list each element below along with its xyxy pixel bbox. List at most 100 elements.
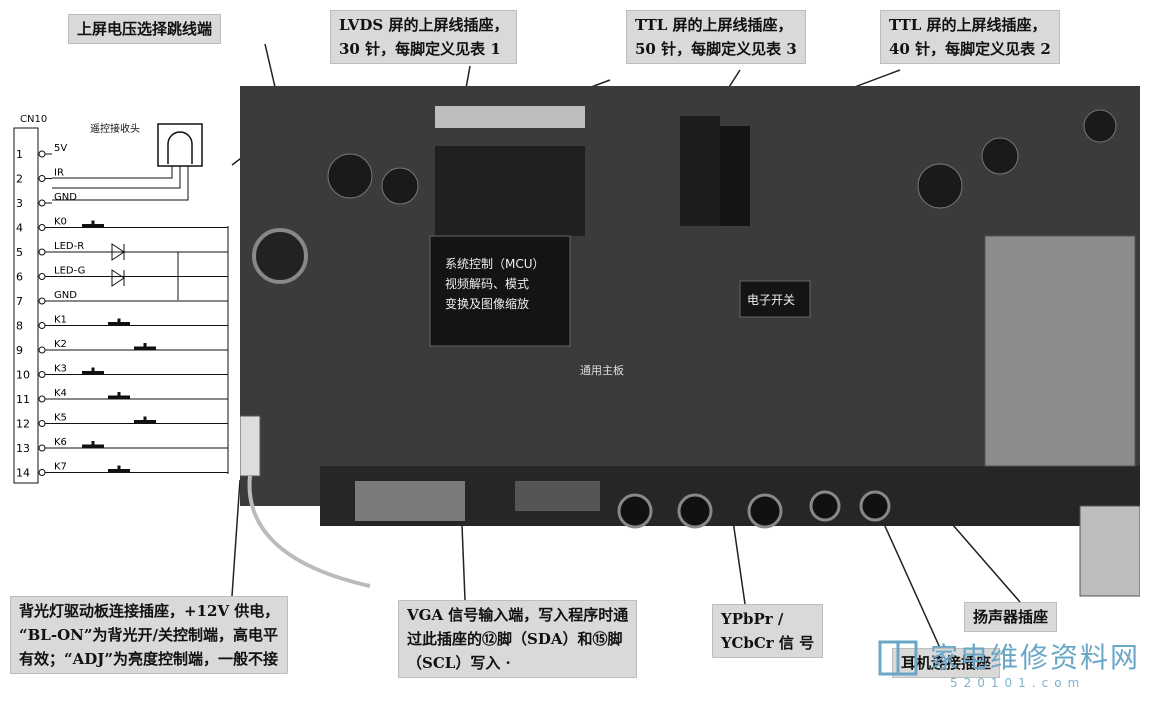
pin-number: 12 <box>16 418 30 431</box>
callout-ypbpr: YPbPr / YCbCr 信 号 <box>712 604 824 658</box>
rca-jack-3 <box>747 493 783 529</box>
pin-terminal <box>38 224 46 231</box>
pin-terminal <box>38 469 46 476</box>
backlight-wires <box>247 475 371 588</box>
pin-terminal <box>38 322 46 329</box>
pin-number: 1 <box>16 148 23 161</box>
callout-ttl50-line1: TTL 屏的上屏线插座， <box>635 16 793 34</box>
callout-ttl50: TTL 屏的上屏线插座， 50 针，每脚定义见表 3 <box>626 10 806 64</box>
connector-label: CN10 <box>20 114 47 125</box>
pin-label: K4 <box>54 388 67 399</box>
pin-number: 8 <box>16 320 23 333</box>
pin-label: LED-R <box>54 241 84 252</box>
book-icon <box>878 640 918 676</box>
callout-vga-line1: VGA 信号输入端，写入程序时通 <box>407 606 629 624</box>
callout-earphone-text: 耳机连接插座 <box>901 654 992 672</box>
pin-number: 5 <box>16 246 23 259</box>
main-board-label: 通用主板 <box>580 363 624 377</box>
pin-number: 10 <box>16 369 30 382</box>
callout-upper-voltage: 上屏电压选择跳线端 <box>68 14 222 44</box>
key-switch-icon <box>108 392 130 399</box>
earphone-jack <box>859 490 891 522</box>
pin-terminal <box>38 371 46 378</box>
site-logo: 家电维修资料网 520101.com <box>870 628 1150 703</box>
toroid-coil <box>252 228 308 284</box>
pin-number: 6 <box>16 271 23 284</box>
power-switch-label: 电子开关 <box>747 293 795 307</box>
pin-terminal <box>38 297 46 305</box>
rca-jack-2 <box>677 493 713 529</box>
callout-ttl40: TTL 屏的上屏线插座， 40 针，每脚定义见表 2 <box>880 10 1060 64</box>
callout-upper-voltage-text: 上屏电压选择跳线端 <box>77 20 213 38</box>
pin-label: GND <box>54 290 77 301</box>
key-switch-icon <box>82 220 104 227</box>
ir-receiver-icon <box>157 123 203 167</box>
callout-lvds-line1: LVDS 屏的上屏线插座， <box>339 16 509 34</box>
pin-label: K6 <box>54 437 67 448</box>
site-name: 家电维修资料网 <box>930 641 1141 674</box>
key-switch-icon <box>82 367 104 374</box>
pin-header <box>435 146 585 236</box>
pin-label: K2 <box>54 339 67 350</box>
key-switch-icon <box>108 318 130 325</box>
key-switch-icon <box>82 441 104 448</box>
callout-vga-line2: 过此插座的⑫脚（SDA）和⑮脚 <box>407 630 623 648</box>
rca-jack-4 <box>809 490 841 522</box>
leader-backlight <box>231 479 241 597</box>
receiver-label: 遥控接收头 <box>90 122 140 135</box>
ir-receiver-lens <box>167 131 193 164</box>
pin-number: 3 <box>16 197 23 210</box>
callout-ttl40-line2: 40 针，每脚定义见表 2 <box>889 40 1051 58</box>
pin-label: K3 <box>54 364 67 375</box>
pin-number: 7 <box>16 295 23 308</box>
main-board-image: 系统控制（MCU） 视频解码、模式 变换及图像缩放 电子开关 通用主板 <box>240 86 1140 597</box>
backlight-connector <box>240 415 261 477</box>
pin-number: 2 <box>16 173 23 186</box>
pin-terminal <box>38 248 46 256</box>
callout-lvds: LVDS 屏的上屏线插座， 30 针，每脚定义见表 1 <box>330 10 518 64</box>
tuner-module <box>984 235 1136 467</box>
pin-label: IR <box>54 168 64 179</box>
callout-backlight-line1: 背光灯驱动板连接插座，+12V 供电， <box>19 602 280 620</box>
callout-ttl50-line2: 50 针，每脚定义见表 3 <box>635 40 797 58</box>
site-url: 520101.com <box>950 676 1086 690</box>
led-r-icon <box>111 243 125 261</box>
pin-number: 11 <box>16 393 30 406</box>
capacitor-4 <box>981 137 1019 175</box>
pin-label: K5 <box>54 413 67 424</box>
capacitor-1 <box>327 153 373 199</box>
ttl50-connector <box>680 116 720 226</box>
callout-ttl40-line1: TTL 屏的上屏线插座， <box>889 16 1047 34</box>
pin-terminal <box>38 346 46 354</box>
connector-body <box>13 127 39 484</box>
lvds-connector <box>435 106 585 128</box>
capacitor-5 <box>1083 109 1117 143</box>
led-g-icon <box>111 269 125 287</box>
pin-label: K0 <box>54 217 67 228</box>
pin-terminal <box>38 199 46 207</box>
mcu-chip <box>429 235 571 347</box>
capacitor-3 <box>917 163 963 209</box>
key-switch-icon <box>108 465 130 472</box>
callout-backlight-line3: 有效；“ADJ”为亮度控制端，一般不接 <box>19 650 279 668</box>
vga-connector <box>355 481 465 521</box>
pin-terminal <box>38 150 46 158</box>
pin-terminal <box>38 395 46 403</box>
key-switch-icon <box>134 343 156 350</box>
ttl40-connector <box>720 126 750 226</box>
power-switch-chip <box>739 280 811 318</box>
mcu-line1: 系统控制（MCU） <box>445 257 545 271</box>
pin-label: K7 <box>54 462 67 473</box>
pin-terminal <box>38 273 46 280</box>
callout-lvds-line2: 30 针，每脚定义见表 1 <box>339 40 501 58</box>
dvi-connector <box>515 481 600 511</box>
callout-vga-line3: （SCL）写入 · <box>407 654 511 672</box>
pin-label: K1 <box>54 315 67 326</box>
callout-backlight-line2: “BL-ON”为背光开/关控制端，高电平 <box>19 626 278 644</box>
pin-number: 13 <box>16 442 30 455</box>
pin-terminal <box>38 444 46 452</box>
pin-label: 5V <box>54 143 67 154</box>
callout-ypbpr-line2: YCbCr 信 号 <box>721 634 815 652</box>
capacitor-2 <box>381 167 419 205</box>
